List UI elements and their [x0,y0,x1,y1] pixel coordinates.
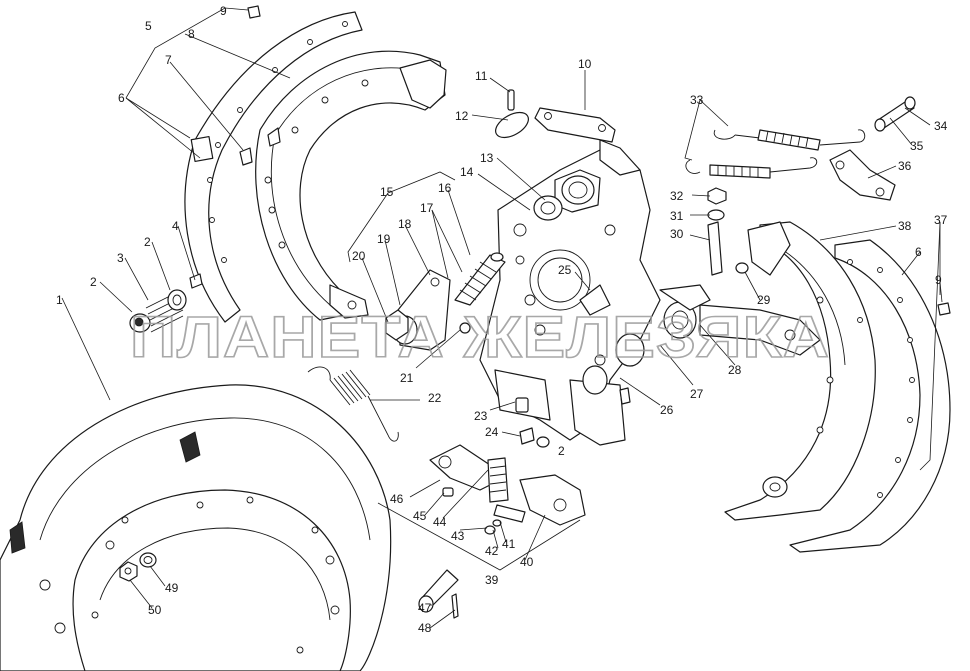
callout-41: 41 [502,537,516,551]
callout-45: 45 [413,509,427,523]
callout-9: 9 [935,273,942,287]
leader-lines [61,7,943,629]
callout-37: 37 [934,213,948,227]
nut-icon [119,561,138,582]
callout-15: 15 [380,185,394,199]
rivet-icon [247,5,261,19]
callout-40: 40 [520,555,534,569]
callout-23: 23 [474,409,488,423]
callout-25: 25 [558,263,572,277]
callout-46: 46 [390,492,404,506]
brake-shoe-icon [724,221,876,521]
callout-4: 4 [172,219,179,233]
pin-icon [495,89,529,139]
callout-48: 48 [418,621,432,635]
pin-icon [459,322,471,334]
callout-10: 10 [578,57,592,71]
pin-icon [874,96,916,132]
pin-icon [707,187,749,276]
callout-17: 17 [420,201,434,215]
callout-20: 20 [352,249,366,263]
callout-30: 30 [670,227,684,241]
callout-1: 1 [56,293,63,307]
callout-34: 34 [934,119,948,133]
callout-6: 6 [915,245,922,259]
coil-spring-icon [685,129,866,179]
lever-icon [829,149,896,201]
bushing-icon [533,195,563,221]
bolt-icon [515,397,550,448]
callout-26: 26 [660,403,674,417]
callout-19: 19 [377,232,391,246]
callout-13: 13 [480,151,494,165]
callout-32: 32 [670,189,684,203]
callout-8: 8 [188,27,195,41]
callout-3: 3 [117,251,124,265]
watermark-text: ПЛАНЕТА ЖЕЛЕЗЯКА [130,305,830,370]
callout-14: 14 [460,165,474,179]
callout-2: 2 [90,275,97,289]
callout-9: 9 [220,4,227,18]
callout-50: 50 [148,603,162,617]
callout-43: 43 [451,529,465,543]
callout-39: 39 [485,573,499,587]
callout-7: 7 [165,53,172,67]
callout-labels: 1 2 2 2 3 4 5 6 6 7 8 9 9 10 11 12 13 14… [56,4,948,635]
callout-28: 28 [728,363,742,377]
callout-22: 22 [428,391,442,405]
brake-lining-icon [789,239,951,553]
brake-carrier-icon [479,149,661,446]
callout-2: 2 [558,444,565,458]
callout-49: 49 [165,581,179,595]
brake-drum-icon [0,384,392,671]
callout-12: 12 [455,109,469,123]
callout-16: 16 [438,181,452,195]
lever-icon [385,269,451,351]
callout-42: 42 [485,544,499,558]
callout-36: 36 [898,159,912,173]
callout-38: 38 [898,219,912,233]
coil-spring-icon [129,273,203,333]
callout-18: 18 [398,217,412,231]
callout-33: 33 [690,93,704,107]
coil-spring-icon [454,252,506,306]
adjuster-link-icon [429,444,586,535]
callout-47: 47 [418,601,432,615]
callout-5: 5 [145,19,152,33]
callout-6: 6 [118,91,125,105]
callout-11: 11 [475,69,488,83]
slack-adjuster-icon [579,284,821,405]
callout-31: 31 [670,209,684,223]
callout-27: 27 [690,387,704,401]
callout-29: 29 [757,293,771,307]
rivet-icon [937,302,951,316]
pin-icon [418,569,459,619]
callout-21: 21 [400,371,414,385]
callout-44: 44 [433,515,447,529]
bracket-icon [534,107,641,176]
callout-24: 24 [485,425,499,439]
callout-35: 35 [910,139,924,153]
coil-spring-icon [307,366,399,442]
callout-2: 2 [144,235,151,249]
brake-shoe-icon [239,50,447,321]
washer-icon [139,552,157,568]
